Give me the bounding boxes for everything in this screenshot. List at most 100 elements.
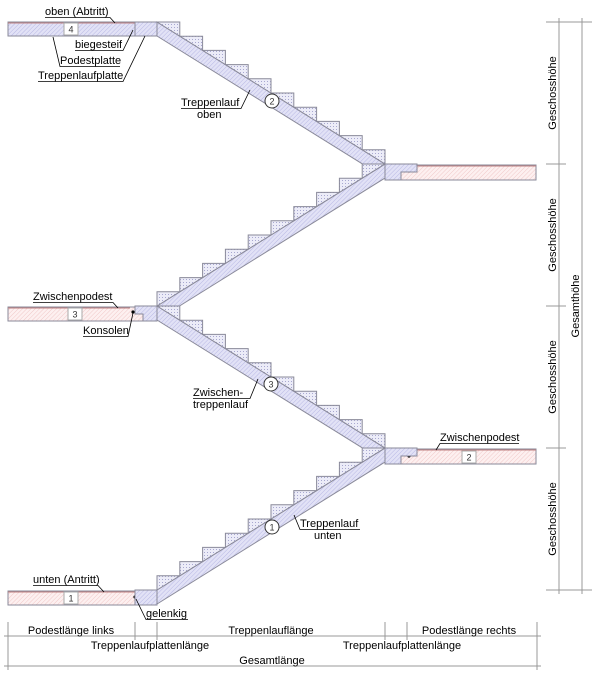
konsole-left <box>134 305 158 322</box>
landing-1-number: 1 <box>68 594 73 604</box>
flight-upper-middle-step <box>224 248 250 265</box>
vertical-dimensions <box>546 18 592 594</box>
dim-treppenlauflaenge: Treppenlauflänge <box>228 625 313 637</box>
landing-3-marker-box <box>67 307 83 321</box>
flight-upper-middle-step <box>361 163 387 180</box>
flight-3-step <box>292 390 318 407</box>
flight-2-marker: 2 <box>264 93 280 109</box>
flight-1-step <box>179 561 205 577</box>
dim-geschosshoehe-2: Geschosshöhe <box>547 340 559 413</box>
dim-treppenlaufplattenlaenge-right: Treppenlaufplattenlänge <box>343 640 461 652</box>
label-text: Zwischenpodest <box>33 291 113 303</box>
dim-geschosshoehe-3: Geschosshöhe <box>547 198 559 271</box>
flight-2-step <box>360 149 386 165</box>
flight-1-number: 1 <box>269 523 274 533</box>
label-text: Treppenlauf <box>300 518 359 530</box>
flight-1-base <box>134 589 158 606</box>
flight-upper-middle-step <box>270 220 296 236</box>
landing-3-number: 3 <box>72 310 77 320</box>
flight-3-step <box>337 419 363 435</box>
dim-gesamthoehe: Gesamthöhe <box>570 275 582 338</box>
label-text: Zwischen- <box>193 387 243 399</box>
label-text: Konsolen <box>83 325 129 337</box>
label-konsolen: Konsolen <box>83 312 134 337</box>
label-gelenkig: gelenkig <box>135 598 188 620</box>
bearing-dot <box>131 310 135 314</box>
flight-2-step <box>292 106 318 123</box>
konsole-right-upper <box>384 163 418 181</box>
label-text: oben <box>197 109 221 121</box>
flight-3-step <box>200 333 226 350</box>
label-text: Treppenlaufplatte <box>38 70 123 82</box>
label-treppenlauf-oben: Treppenlauf oben <box>181 89 251 121</box>
landing-2-marker-box <box>461 450 477 464</box>
label-text: Treppenlauf <box>181 97 240 109</box>
flight-1-step <box>247 518 273 535</box>
label-text: gelenkig <box>146 608 187 620</box>
flight-3-marker: 3 <box>263 376 279 392</box>
flight-2-step <box>314 120 340 137</box>
flight-1-step <box>361 447 387 464</box>
flight-3-step <box>360 433 386 449</box>
flight-1-step <box>156 575 182 591</box>
landing-2: 2 <box>400 448 537 465</box>
flight-3-step <box>178 319 204 336</box>
flight-2-step <box>200 49 226 66</box>
landing-2-number: 2 <box>466 453 471 463</box>
flight-upper-middle-slab <box>156 163 386 321</box>
dim-treppenlaufplattenlaenge-left: Treppenlaufplattenlänge <box>91 640 209 652</box>
label-text: biegesteif <box>75 39 123 51</box>
flight-2-step <box>155 21 181 38</box>
flight-upper-middle-step <box>202 262 228 279</box>
label-treppenlaufplatte: Treppenlaufplatte <box>38 35 146 82</box>
flight-2-step <box>246 78 272 94</box>
label-unten-antritt: unten (Antritt) <box>33 574 105 593</box>
flight-3-step <box>155 305 181 322</box>
label-biegesteif: biegesteif <box>75 29 134 51</box>
flight-1-step <box>224 532 250 549</box>
label-text: unten <box>314 530 342 542</box>
flight-3-step <box>246 362 272 378</box>
stair-flights <box>134 21 418 606</box>
flight-upper-middle-step <box>338 177 364 194</box>
label-text: oben (Abtritt) <box>45 6 109 18</box>
flight-1-step <box>202 546 228 563</box>
label-treppenlauf-unten: Treppenlauf unten <box>293 514 360 542</box>
label-text: treppenlauf <box>193 399 249 411</box>
label-podestplatte: Podestplatte <box>52 36 121 67</box>
flight-1-step <box>293 490 319 506</box>
label-zwischentreppenlauf: Zwischen- treppenlauf <box>193 378 259 411</box>
landing-4: 4 <box>7 21 158 37</box>
dim-geschosshoehe-1: Geschosshöhe <box>547 482 559 555</box>
flight-1-step <box>338 461 364 478</box>
label-text: Zwischenpodest <box>440 432 520 444</box>
flight-2-number: 2 <box>269 97 274 107</box>
flight-upper-middle-step <box>156 291 182 307</box>
dim-podestlaenge-links: Podestlänge links <box>28 625 115 637</box>
flight-upper-middle-step <box>179 277 205 293</box>
dim-gesamtlaenge: Gesamtlänge <box>239 655 304 667</box>
flight-3-step <box>223 348 249 364</box>
flight-1-step <box>270 504 296 520</box>
landing-1: 1 <box>7 590 137 606</box>
landing-1-marker-box <box>63 591 79 605</box>
flight-upper-middle-step <box>316 191 342 208</box>
label-text: unten (Antritt) <box>33 574 100 586</box>
flight-1-step <box>316 475 342 492</box>
flight-2-step <box>223 64 249 80</box>
label-text: Podestplatte <box>60 55 121 67</box>
label-zwischenpodest-right: Zwischenpodest <box>435 432 520 451</box>
landing-3: 3 <box>7 306 144 322</box>
konsole-right-lower <box>384 447 418 465</box>
flight-3-step <box>314 404 340 421</box>
flight-3-number: 3 <box>268 380 273 390</box>
label-oben-abtritt: oben (Abtritt) <box>45 6 116 24</box>
flight-upper-middle-step <box>293 206 319 222</box>
landing-4-number: 4 <box>68 25 73 35</box>
label-zwischenpodest-left: Zwischenpodest <box>33 291 119 309</box>
horizontal-dimensions <box>4 622 541 670</box>
dim-podestlaenge-rechts: Podestlänge rechts <box>422 625 517 637</box>
flight-1-marker: 1 <box>264 519 280 535</box>
flight-2-step <box>178 35 204 52</box>
